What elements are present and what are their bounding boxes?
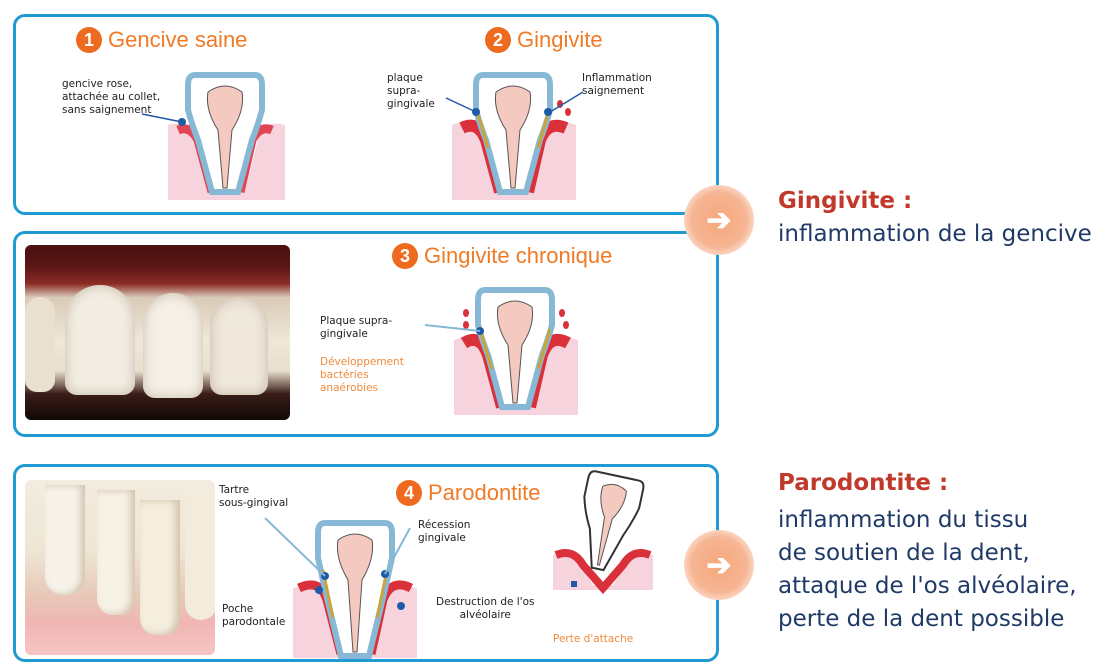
stage-2-heading: 2 Gingivite: [485, 27, 603, 53]
stage-4-heading: 4 Parodontite: [396, 480, 541, 506]
stage-3-title: Gingivite chronique: [424, 243, 612, 269]
stage-2-number: 2: [485, 27, 511, 53]
arrow-right-icon: ➔: [684, 530, 754, 600]
tooth-periodontitis-illustration: [285, 518, 425, 658]
periodontitis-definition-title: Parodontite :: [778, 470, 948, 496]
stage-2-label-inflammation: Inflammation saignement: [582, 72, 652, 98]
stage-3-label-bacteria: Développement bactéries anaérobies: [320, 356, 404, 395]
gingivitis-definition-text: inflammation de la gencive: [778, 218, 1092, 251]
stage-4-label-destruction: Destruction de l'os alvéolaire: [436, 596, 535, 622]
gingivitis-definition-title: Gingivite :: [778, 188, 912, 214]
periodontitis-definition-line-4: perte de la dent possible: [778, 603, 1064, 636]
stage-3-heading: 3 Gingivite chronique: [392, 243, 612, 269]
periodontitis-definition-line-2: de soutien de la dent,: [778, 537, 1030, 570]
tooth-chronic-gingivitis-illustration: [440, 285, 590, 415]
stage-3-number: 3: [392, 243, 418, 269]
periodontitis-definition-line-1: inflammation du tissu: [778, 504, 1028, 537]
tooth-healthy-illustration: [150, 70, 300, 200]
tooth-gingivitis-illustration: [438, 70, 588, 200]
tooth-loss-illustration: [548, 470, 658, 600]
stage-4-label-poche: Poche parodontale: [222, 603, 285, 629]
stage-2-label-plaque: plaque supra- gingivale: [387, 72, 435, 111]
stage-4-label-recession: Récession gingivale: [418, 519, 470, 545]
stage-4-label-perte: Perte d'attache: [553, 633, 633, 646]
periodontitis-photo: [25, 480, 215, 655]
stage-1-title: Gencive saine: [108, 27, 247, 53]
stage-4-label-tartre: Tartre sous-gingival: [219, 484, 288, 510]
stage-2-title: Gingivite: [517, 27, 603, 53]
periodontitis-definition-line-3: attaque de l'os alvéolaire,: [778, 570, 1077, 603]
stage-3-label-plaque: Plaque supra- gingivale: [320, 315, 392, 341]
stage-1-number: 1: [76, 27, 102, 53]
arrow-right-icon: ➔: [684, 185, 754, 255]
stage-4-number: 4: [396, 480, 422, 506]
stage-4-title: Parodontite: [428, 480, 541, 506]
stage-1-heading: 1 Gencive saine: [76, 27, 247, 53]
gingivitis-photo: [25, 245, 290, 420]
stage-1-label: gencive rose, attachée au collet, sans s…: [62, 78, 160, 117]
